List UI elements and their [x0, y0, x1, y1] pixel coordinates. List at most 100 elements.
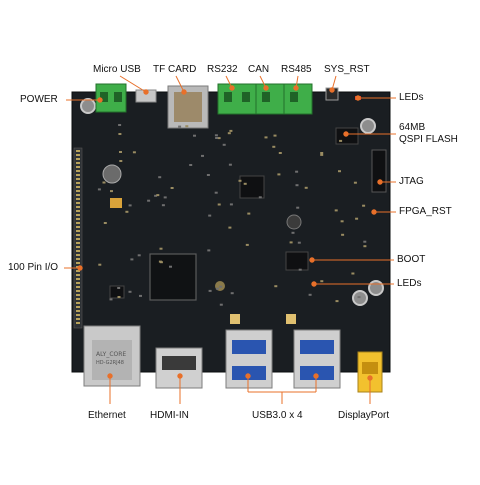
smd-component [102, 181, 106, 184]
smd-component [363, 245, 367, 248]
connector-pin [76, 314, 80, 316]
smd-component [304, 186, 308, 189]
smd-component [264, 136, 268, 139]
smd-component [169, 265, 172, 268]
smd-component [178, 125, 182, 128]
smd-component [119, 151, 122, 153]
smd-component [214, 134, 218, 137]
smd-component [130, 258, 134, 261]
smd-component [158, 176, 162, 179]
eth-silkscreen-2: HD-G2RJ48 [96, 360, 124, 366]
label-power: POWER [20, 94, 58, 105]
connector-pin [76, 222, 80, 224]
rs232-terminal [217, 83, 257, 115]
connector-pin [76, 194, 80, 196]
label-boot: BOOT [397, 254, 426, 265]
smd-component [214, 191, 218, 194]
smd-component [230, 292, 234, 295]
connector-pin [76, 282, 80, 284]
label-hdmi-in: HDMI-IN [150, 410, 189, 421]
pcb-board [71, 91, 391, 373]
smd-component [291, 231, 295, 234]
smd-component [109, 298, 113, 301]
jtag-header [371, 149, 387, 193]
smd-component [128, 204, 132, 207]
label-qspi-flash: 64MB QSPI FLASH [399, 122, 458, 145]
smd-component [132, 151, 136, 154]
smd-component [277, 173, 281, 176]
leader-lines [64, 75, 396, 404]
connector-pin [76, 206, 80, 208]
smd-component [222, 143, 226, 146]
label-leds-top: LEDs [399, 92, 424, 103]
smd-component [298, 268, 302, 271]
smd-component [243, 182, 247, 185]
smd-component [296, 206, 300, 209]
smd-component [247, 212, 251, 215]
usb3-stack-left [225, 329, 273, 389]
connector-pin [76, 294, 80, 296]
smd-component [219, 285, 223, 288]
smd-component [215, 137, 219, 139]
smd-component [117, 287, 121, 289]
smd-component [340, 220, 344, 223]
connector-pin [76, 302, 80, 304]
smd-component [159, 247, 163, 250]
smd-component [161, 204, 165, 207]
smd-component [341, 233, 345, 236]
smd-component [357, 296, 361, 299]
smd-component [351, 272, 355, 275]
smd-component [229, 203, 233, 206]
smd-component [206, 174, 210, 176]
smd-component [208, 289, 212, 292]
smd-component [272, 145, 276, 148]
smd-component [353, 181, 357, 184]
displayport-port [357, 351, 383, 393]
connector-pin [76, 226, 80, 228]
eth-silkscreen-1: ALY_CORE [96, 351, 126, 358]
label-jtag: JTAG [399, 176, 424, 187]
smd-component [334, 209, 338, 212]
smd-component [308, 293, 312, 296]
can-terminal [255, 83, 285, 115]
connector-pin [76, 242, 80, 244]
connector-pin [76, 254, 80, 256]
smd-component [228, 226, 232, 229]
label-100-pin-io: 100 Pin I/O [8, 262, 59, 273]
smd-component [355, 217, 359, 220]
label-leds-bottom: LEDs [397, 278, 422, 289]
smd-component [189, 164, 193, 166]
connector-pin [76, 262, 80, 264]
smd-component [338, 170, 341, 173]
connector-pin [76, 286, 80, 288]
smd-component [119, 160, 123, 162]
smd-component [193, 134, 196, 137]
ethernet-jack [83, 325, 141, 387]
smd-component [201, 154, 204, 157]
smd-component [118, 133, 122, 135]
smd-component [295, 184, 299, 187]
connector-pin [76, 158, 80, 160]
main-chip [149, 253, 197, 301]
smd-component [320, 280, 324, 283]
connector-pin [76, 214, 80, 216]
smd-component [228, 163, 232, 166]
smd-component [185, 125, 189, 128]
usb3-stack-right [293, 329, 341, 389]
smd-component [297, 241, 301, 244]
pin-header-connector [73, 147, 83, 329]
smd-component [208, 214, 212, 217]
smd-component [217, 203, 221, 206]
smd-component [320, 153, 324, 156]
label-rs485: RS485 [281, 64, 312, 75]
smd-component [147, 199, 151, 202]
label-displayport: DisplayPort [338, 410, 390, 421]
connector-pin [76, 290, 80, 292]
connector-pin [76, 258, 80, 260]
leader-tf-card [175, 75, 185, 93]
label-fpga-rst: FPGA_RST [399, 206, 452, 217]
smd-component [217, 137, 221, 140]
label-usb30: USB3.0 x 4 [252, 410, 303, 421]
